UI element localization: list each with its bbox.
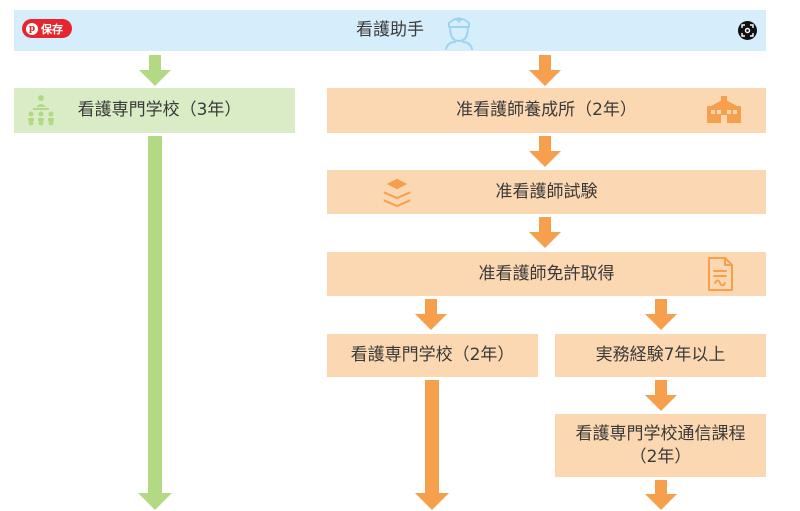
orange-arrow-branch-b-2 xyxy=(645,380,677,411)
step1-label: 准看護師養成所（2年） xyxy=(456,100,637,121)
orange-arrow-2 xyxy=(529,136,561,167)
nurse-icon xyxy=(445,17,473,50)
header-title-text: 看護助手 xyxy=(356,20,424,41)
orange-arrow-1 xyxy=(529,55,561,86)
save-button[interactable]: p 保存 xyxy=(22,19,72,38)
orange-arrow-branch-b xyxy=(645,299,677,330)
header-title: 看護助手 xyxy=(14,10,766,51)
orange-arrow-3 xyxy=(529,217,561,248)
branch-a-label: 看護専門学校（2年） xyxy=(350,345,515,366)
right-box-assistant-nurse-training: 准看護師養成所（2年） xyxy=(327,88,766,133)
branch-b-box-work-experience: 実務経験7年以上 xyxy=(555,334,766,377)
branch-b-label: 実務経験7年以上 xyxy=(595,345,726,366)
orange-arrow-branch-b-3 xyxy=(645,480,677,510)
right-box-assistant-nurse-license: 准看護師免許取得 xyxy=(327,252,766,296)
orange-arrow-branch-a xyxy=(415,299,447,330)
header-bar xyxy=(14,10,766,51)
step3-label: 准看護師免許取得 xyxy=(478,263,615,284)
green-arrow-long xyxy=(138,136,172,510)
pinterest-icon: p xyxy=(26,22,38,35)
save-button-label: 保存 xyxy=(41,22,63,36)
books-icon xyxy=(382,177,412,209)
visual-search-icon xyxy=(741,24,754,37)
school-building-icon xyxy=(707,96,741,123)
left-box-label: 看護専門学校（3年） xyxy=(77,100,242,121)
branch-b2-line1: 看護専門学校通信課程 xyxy=(575,423,746,444)
left-box-nursing-school-3yr: 看護専門学校（3年） xyxy=(14,88,295,133)
group-icon xyxy=(28,95,54,126)
branch-a-box-nursing-school-2yr: 看護専門学校（2年） xyxy=(327,334,538,377)
orange-arrow-branch-a-long xyxy=(415,380,449,510)
visual-search-button[interactable] xyxy=(738,21,757,40)
step2-label: 准看護師試験 xyxy=(495,181,598,202)
branch-b2-box-correspondence-course: 看護専門学校通信課程 （2年） xyxy=(555,414,766,477)
green-arrow-top xyxy=(139,55,171,86)
branch-b2-line2: （2年） xyxy=(629,446,692,467)
license-document-icon xyxy=(708,257,733,291)
